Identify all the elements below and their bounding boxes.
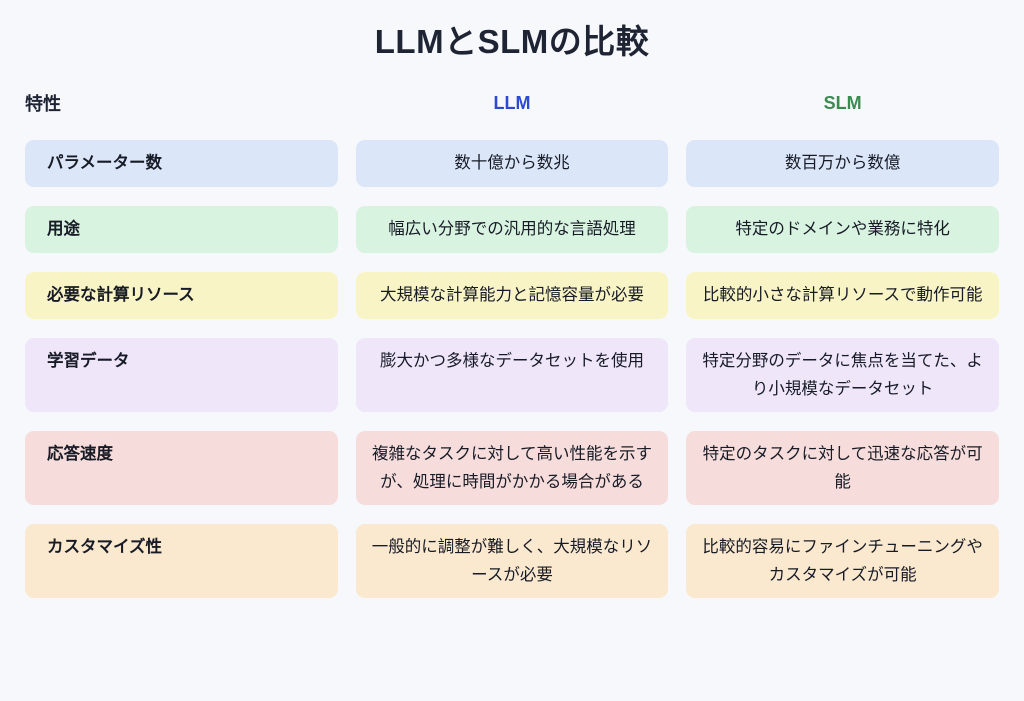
- table-row: 応答速度 複雑なタスクに対して高い性能を示すが、処理に時間がかかる場合がある 特…: [25, 431, 999, 505]
- feature-cell: 必要な計算リソース: [25, 272, 338, 319]
- slm-value-cell: 特定のドメインや業務に特化: [686, 206, 999, 253]
- llm-value-cell: 数十億から数兆: [355, 140, 669, 187]
- table-row: 用途 幅広い分野での汎用的な言語処理 特定のドメインや業務に特化: [25, 206, 999, 253]
- column-header-slm: SLM: [823, 92, 862, 113]
- table-row: 必要な計算リソース 大規模な計算能力と記憶容量が必要 比較的小さな計算リソースで…: [25, 272, 999, 319]
- column-header-llm: LLM: [493, 92, 531, 113]
- feature-cell: 用途: [25, 206, 338, 253]
- llm-value-cell: 膨大かつ多様なデータセットを使用: [355, 338, 669, 412]
- llm-value-cell: 幅広い分野での汎用的な言語処理: [355, 206, 669, 253]
- page-title: LLMとSLMの比較: [374, 23, 650, 60]
- llm-value-cell: 一般的に調整が難しく、大規模なリソースが必要: [355, 524, 669, 598]
- slm-value-cell: 比較的小さな計算リソースで動作可能: [686, 272, 999, 319]
- feature-cell: カスタマイズ性: [25, 524, 338, 598]
- table-body: パラメーター数 数十億から数兆 数百万から数億 用途 幅広い分野での汎用的な言語…: [25, 140, 999, 598]
- table-row: カスタマイズ性 一般的に調整が難しく、大規模なリソースが必要 比較的容易にファイ…: [25, 524, 999, 598]
- column-header-feature: 特性: [25, 94, 61, 114]
- slm-value-cell: 特定のタスクに対して迅速な応答が可能: [686, 431, 999, 505]
- llm-value-cell: 大規模な計算能力と記憶容量が必要: [355, 272, 669, 319]
- slm-value-cell: 数百万から数億: [686, 140, 999, 187]
- table-header: 特性 LLM SLM: [25, 90, 999, 116]
- table-row: パラメーター数 数十億から数兆 数百万から数億: [25, 140, 999, 187]
- feature-cell: 学習データ: [25, 338, 338, 412]
- table-row: 学習データ 膨大かつ多様なデータセットを使用 特定分野のデータに焦点を当てた、よ…: [25, 338, 999, 412]
- feature-cell: 応答速度: [25, 431, 338, 505]
- llm-value-cell: 複雑なタスクに対して高い性能を示すが、処理に時間がかかる場合がある: [355, 431, 669, 505]
- feature-cell: パラメーター数: [25, 140, 338, 187]
- slm-value-cell: 特定分野のデータに焦点を当てた、より小規模なデータセット: [686, 338, 999, 412]
- slm-value-cell: 比較的容易にファインチューニングやカスタマイズが可能: [686, 524, 999, 598]
